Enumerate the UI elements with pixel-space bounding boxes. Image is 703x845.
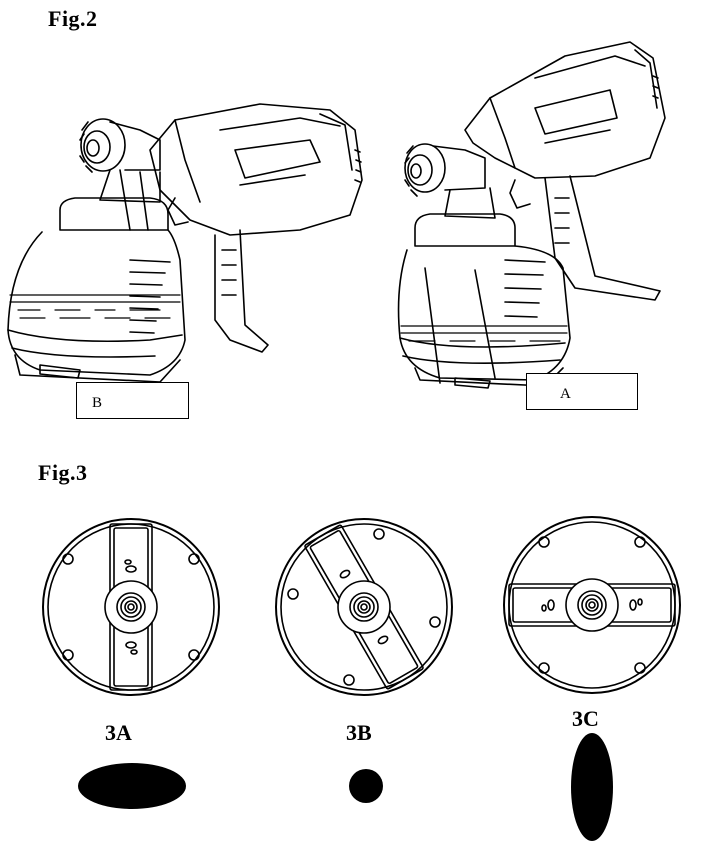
nozzle-3c-drawing — [503, 516, 681, 694]
spray-pattern-horizontal — [78, 763, 186, 809]
label-a-text: A — [560, 386, 571, 402]
spray-gun-b-drawing — [7, 103, 363, 383]
label-3b: 3B — [346, 720, 372, 745]
label-b-text: B — [92, 395, 103, 411]
fig3-title: Fig.3 — [38, 460, 88, 485]
nozzle-3a-drawing — [42, 518, 220, 696]
label-3c: 3C — [572, 706, 599, 731]
spray-pattern-vertical — [571, 733, 613, 841]
label-box-b: B — [76, 382, 189, 419]
spray-gun-a-drawing — [397, 41, 666, 389]
label-box-a: A — [526, 373, 638, 410]
fig2-title: Fig.2 — [48, 6, 98, 31]
spray-pattern-round — [349, 769, 383, 803]
nozzle-3b-drawing — [275, 518, 453, 696]
label-3a: 3A — [105, 720, 132, 745]
